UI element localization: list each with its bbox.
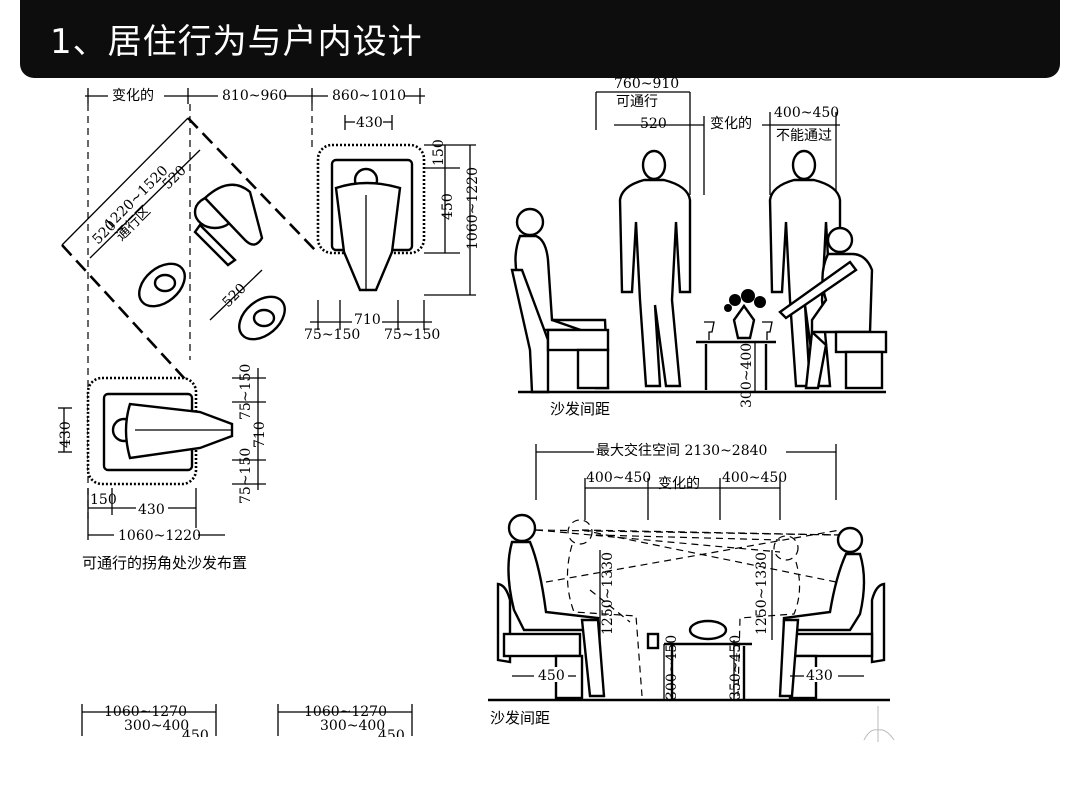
dim-860-1010: 860~1010 bbox=[332, 88, 406, 104]
dim-75-150-d: 75~150 bbox=[238, 448, 254, 504]
title-bar: 1、居住行为与户内设计 bbox=[20, 0, 1060, 78]
dim-430-right: 430 bbox=[806, 668, 833, 684]
sofa-spacing-elevation-top: 760~910 可通行 520 变化的 400~450 不能通过 bbox=[510, 76, 888, 418]
dim-1060-1220-right: 1060~1220 bbox=[465, 167, 481, 250]
dim-400-450-elev: 400~450 bbox=[774, 105, 839, 121]
dim-350-450: 350~450 bbox=[728, 635, 744, 700]
dim-810-960: 810~960 bbox=[222, 88, 287, 104]
label-variable-bottom: 变化的 bbox=[658, 476, 700, 492]
dim-450-bottom: 450 bbox=[538, 668, 565, 684]
label-not-passable: 不能通过 bbox=[776, 128, 832, 144]
dim-150-bottom: 150 bbox=[90, 492, 117, 508]
dim-710-top: 710 bbox=[354, 312, 381, 328]
dim-300-400: 300~400 bbox=[739, 343, 755, 408]
faint-mark-icon bbox=[863, 706, 895, 742]
dim-1250-1330-left: 1250~1330 bbox=[600, 552, 616, 635]
low-table-with-fruit-icon bbox=[646, 619, 752, 700]
seated-people-left-icon bbox=[496, 513, 643, 700]
caption-corner-sofa: 可通行的拐角处沙发布置 bbox=[82, 554, 247, 572]
dim-1060-1270-a: 1060~1270 bbox=[104, 704, 187, 720]
dim-150-right: 150 bbox=[431, 139, 447, 166]
corner-sofa-plan: 变化的 810~960 860~1010 430 1220~1520 通行区 5… bbox=[58, 86, 481, 572]
dim-760-910: 760~910 bbox=[614, 76, 679, 92]
dim-400-450-right: 400~450 bbox=[722, 470, 787, 486]
dim-450-right: 450 bbox=[440, 193, 456, 220]
dim-430-left: 430 bbox=[58, 421, 74, 448]
caption-sofa-spacing-bottom: 沙发间距 bbox=[490, 709, 550, 727]
dim-1060-1270-b: 1060~1270 bbox=[304, 704, 387, 720]
seated-person-right-icon bbox=[778, 226, 888, 390]
dim-300-400-a: 300~400 bbox=[124, 718, 189, 734]
label-passable: 可通行 bbox=[616, 94, 658, 110]
coffee-table-with-plant-icon bbox=[696, 289, 776, 390]
dim-430-top: 430 bbox=[356, 115, 383, 131]
sofa-bottom-left bbox=[86, 376, 234, 486]
dim-1250-1330-right: 1250~1330 bbox=[754, 552, 770, 635]
dim-75-150-b: 75~150 bbox=[384, 327, 440, 343]
seated-person-left-icon bbox=[510, 207, 610, 394]
walking-person-1-icon bbox=[193, 183, 264, 267]
dim-520-elev: 520 bbox=[640, 116, 667, 132]
dim-300-400-b: 300~400 bbox=[320, 718, 385, 734]
page-title: 1、居住行为与户内设计 bbox=[50, 22, 423, 62]
dim-75-150-c: 75~150 bbox=[238, 364, 254, 420]
caption-sofa-spacing-top: 沙发间距 bbox=[550, 400, 610, 418]
dim-430-bottom: 430 bbox=[138, 502, 165, 518]
label-variable-elev: 变化的 bbox=[710, 116, 752, 132]
walking-person-2-icon bbox=[138, 262, 186, 308]
standing-person-1-icon bbox=[618, 149, 692, 388]
sofa-top-right bbox=[316, 143, 426, 292]
walking-person-3-icon bbox=[238, 295, 286, 341]
dim-400-450-left: 400~450 bbox=[586, 470, 651, 486]
dim-variable: 变化的 bbox=[112, 88, 154, 104]
seated-people-right-icon bbox=[737, 526, 886, 700]
dim-1060-1220-bottom: 1060~1220 bbox=[118, 528, 201, 544]
sofa-spacing-elevation-bottom: 最大交往空间 2130~2840 400~450 变化的 400~450 bbox=[488, 441, 895, 742]
dim-75-150-a: 75~150 bbox=[304, 327, 360, 343]
dim-max-interaction-space: 最大交往空间 2130~2840 bbox=[596, 442, 767, 459]
bottom-crop-area bbox=[0, 737, 860, 810]
dim-300-450: 300~450 bbox=[664, 635, 680, 700]
dim-710-left: 710 bbox=[252, 421, 268, 448]
